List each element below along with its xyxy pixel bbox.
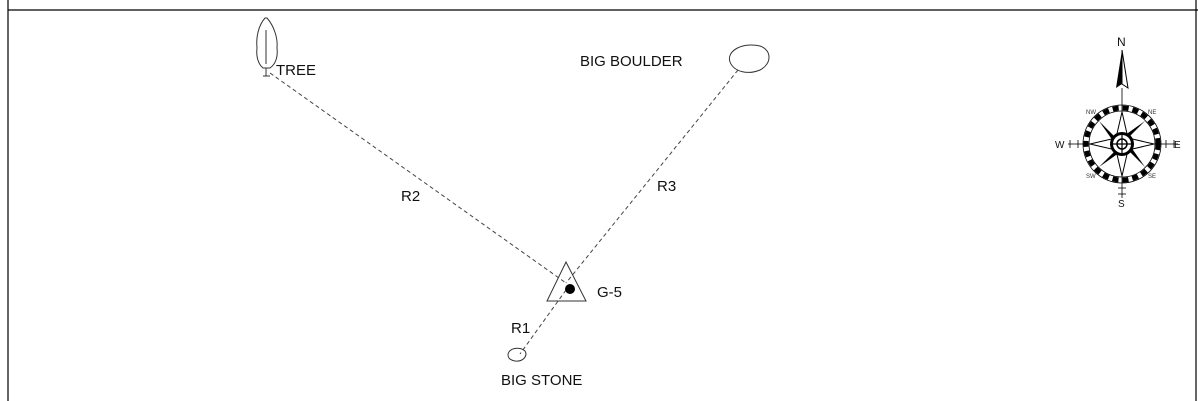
r1-label: R1 [511,320,530,337]
compass-north-label: N [1117,35,1126,49]
r3-label: R3 [657,178,676,195]
boulder-label: BIG BOULDER [580,53,683,70]
station-label: G-5 [597,284,622,301]
compass-south-label: S [1118,199,1125,210]
compass-ne-label: NE [1148,110,1156,116]
station-point-icon [565,284,575,294]
r2-label: R2 [401,188,420,205]
line-r2 [269,72,567,284]
compass-east-label: E [1174,140,1181,151]
drawing-frame [7,0,1198,401]
boulder-icon [728,44,770,73]
compass-west-label: W [1055,140,1065,151]
line-r1 [519,289,567,355]
station-marker [546,260,587,302]
line-r3 [565,69,739,284]
station-triangle-icon [546,260,587,302]
tree-icon [256,17,278,77]
stone-label: BIG STONE [501,372,582,389]
tree-label: TREE [276,62,316,79]
compass-rose-icon [1068,49,1178,198]
compass-se-label: SE [1148,174,1156,180]
stone-icon [507,347,527,362]
compass-nw-label: NW [1086,110,1096,116]
reference-lines [269,69,739,355]
compass-sw-label: SW [1086,174,1096,180]
